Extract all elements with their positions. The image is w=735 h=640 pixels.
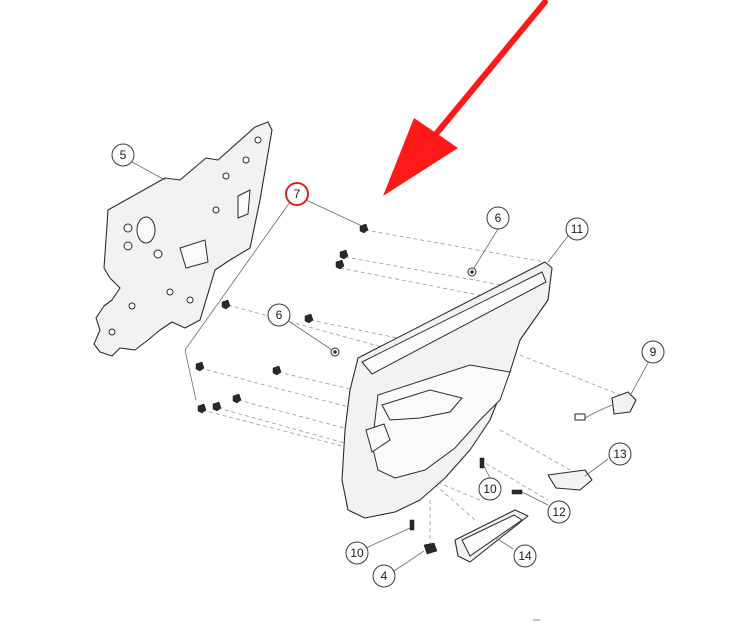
callout-12-label: 12	[552, 505, 566, 519]
callout-10-lower-label: 10	[350, 546, 364, 560]
callout-5-label: 5	[120, 148, 127, 162]
callout-10-upper-label: 10	[483, 482, 497, 496]
callout-5: 5	[111, 143, 135, 167]
callout-6-upper-label: 6	[495, 211, 502, 225]
callout-7: 7	[285, 182, 309, 206]
door-trim-handle	[381, 389, 463, 421]
callout-10-upper: 10	[478, 477, 502, 501]
speaker-grille	[454, 509, 529, 563]
trim-clips	[195, 223, 369, 414]
red-pointer-arrow	[383, 0, 548, 196]
callout-13: 13	[608, 442, 632, 466]
callout-14-label: 14	[518, 549, 532, 563]
door-trim-pocket	[365, 423, 391, 453]
callout-11: 11	[565, 217, 589, 241]
lower-clip	[423, 542, 438, 555]
callout-6-lower: 6	[267, 303, 291, 327]
bracket	[547, 469, 593, 491]
watershield-holes	[108, 136, 262, 336]
callout-7-label: 7	[294, 187, 301, 201]
callout-4-label: 4	[381, 569, 388, 583]
door-trim-armrest	[371, 364, 511, 479]
callout-9-label: 9	[650, 345, 657, 359]
callout-6-upper: 6	[486, 206, 510, 230]
callout-4: 4	[372, 564, 396, 588]
retainer-clips	[330, 267, 477, 357]
callout-12: 12	[547, 500, 571, 524]
callout-13-label: 13	[613, 447, 627, 461]
watershield-panel	[93, 121, 273, 357]
leader-lines	[131, 161, 650, 572]
callout-11-label: 11	[571, 222, 584, 236]
callout-9: 9	[641, 340, 665, 364]
door-trim-top-rail	[361, 271, 547, 375]
switch-connector	[574, 391, 637, 421]
callout-6-lower-label: 6	[276, 308, 283, 322]
callout-14: 14	[513, 544, 537, 568]
callout-10-lower: 10	[345, 541, 369, 565]
